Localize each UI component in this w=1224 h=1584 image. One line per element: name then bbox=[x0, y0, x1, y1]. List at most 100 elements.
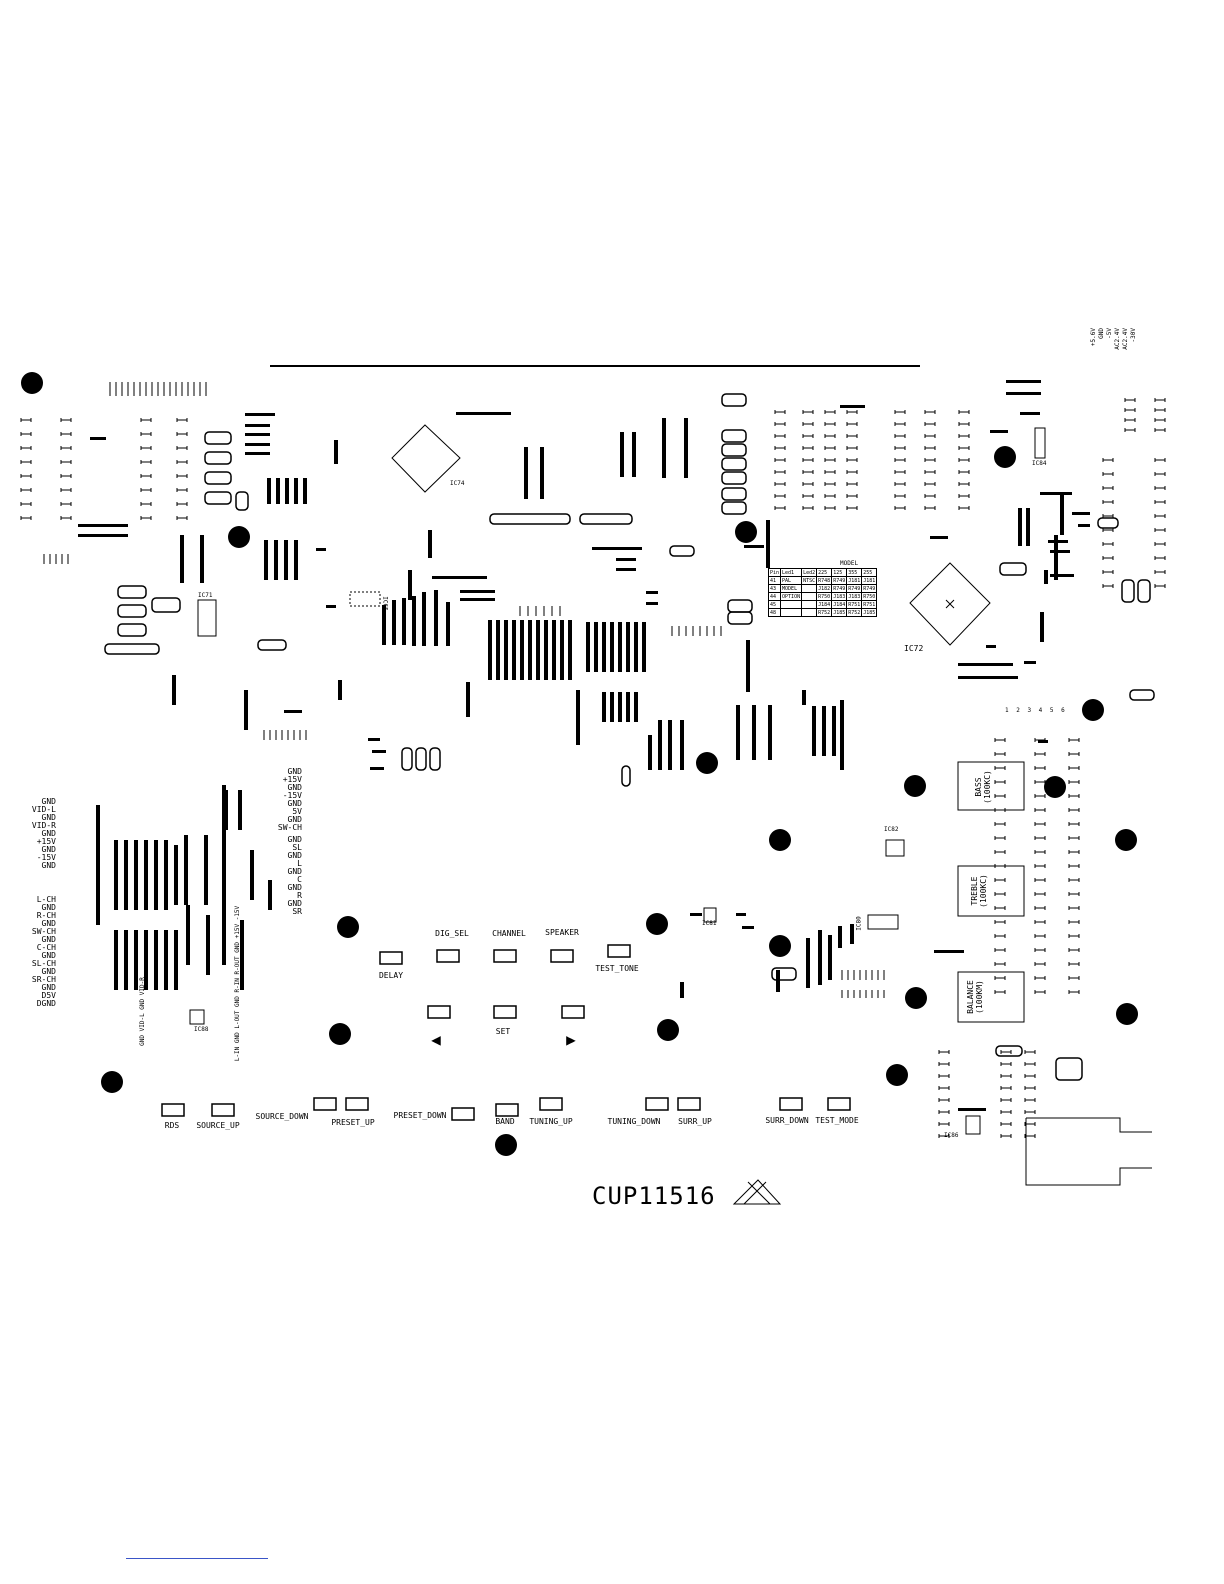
option-cell: R751 bbox=[846, 600, 863, 609]
pad-strip bbox=[1038, 740, 1048, 743]
mounting-hole bbox=[21, 372, 43, 394]
pad-strip bbox=[776, 970, 780, 992]
cap-box bbox=[401, 747, 413, 771]
cap-box bbox=[721, 443, 747, 457]
pad-strip bbox=[540, 447, 544, 499]
pad-strip bbox=[90, 437, 106, 440]
mounting-hole bbox=[646, 913, 668, 935]
tactile-switch-outline bbox=[827, 1097, 851, 1111]
option-cell: J185 bbox=[831, 608, 848, 617]
tactile-switch-outline bbox=[379, 951, 403, 965]
connMidB-pin: GND bbox=[287, 883, 302, 892]
pad-strip bbox=[662, 418, 666, 478]
cap-box bbox=[721, 487, 747, 501]
connMidA-pin: 5V bbox=[292, 807, 302, 816]
cap-box bbox=[235, 491, 249, 511]
pad-strip bbox=[174, 845, 178, 905]
cap-box bbox=[1137, 579, 1151, 603]
connLeftA-pin: GND bbox=[41, 845, 56, 854]
pad-strip bbox=[1054, 535, 1058, 580]
pad-strip bbox=[154, 930, 158, 990]
connLeftB-pin: GND bbox=[41, 935, 56, 944]
pad-strip bbox=[746, 640, 750, 692]
cap-box bbox=[995, 1045, 1023, 1057]
cap-box bbox=[727, 599, 753, 613]
knob-bass-footprint bbox=[957, 761, 1025, 811]
mounting-hole bbox=[886, 1064, 908, 1086]
pad-strip bbox=[812, 706, 816, 756]
ic82-footprint bbox=[885, 839, 905, 857]
pad-strip bbox=[206, 915, 210, 975]
connMidA-pin: GND bbox=[287, 783, 302, 792]
connMidB-pin: R bbox=[297, 891, 302, 900]
pad-strip bbox=[114, 840, 118, 910]
surr-up-button-label: SURR_UP bbox=[678, 1117, 712, 1126]
pad-strip bbox=[245, 452, 270, 455]
ic81-label: IC81 bbox=[702, 920, 717, 927]
tactile-switch-outline bbox=[493, 1005, 517, 1019]
pad-strip bbox=[646, 602, 658, 605]
connRightTop-pin: AC2.4V bbox=[1122, 328, 1129, 350]
pad-strip bbox=[124, 930, 128, 990]
pad-strip bbox=[520, 620, 524, 680]
pad-strip bbox=[274, 540, 278, 580]
pad-strip bbox=[1020, 412, 1040, 415]
mounting-hole bbox=[228, 526, 250, 548]
option-cell: Pin bbox=[767, 568, 782, 577]
pad-strip bbox=[602, 622, 606, 672]
pad-strip bbox=[96, 805, 100, 925]
tactile-switch-outline bbox=[493, 949, 517, 963]
pad-strip bbox=[680, 720, 684, 770]
cap-box bbox=[204, 471, 232, 485]
pad-strip bbox=[334, 440, 338, 464]
ic65-label: IC65 bbox=[381, 596, 389, 611]
footer-rule bbox=[126, 1558, 268, 1559]
pad-strip bbox=[838, 926, 842, 948]
pad-strip bbox=[684, 418, 688, 478]
cap-box bbox=[771, 967, 797, 981]
pad-strip bbox=[276, 478, 280, 504]
connMidA-pin: GND bbox=[287, 815, 302, 824]
pad-strip bbox=[496, 620, 500, 680]
pad-strip bbox=[382, 605, 386, 645]
ic84-footprint bbox=[1034, 427, 1046, 459]
option-cell bbox=[801, 592, 818, 601]
pad-strip bbox=[642, 622, 646, 672]
pad-strip bbox=[752, 705, 756, 760]
option-cell: R750 bbox=[816, 592, 833, 601]
connector-bottom-small: GND VID-L GND VID-R bbox=[138, 977, 146, 1046]
pad-strip bbox=[186, 905, 190, 965]
pad-strip bbox=[620, 432, 624, 477]
connLeftB-pin: C-CH bbox=[36, 943, 56, 952]
pad-strip bbox=[616, 558, 636, 561]
pad-strip bbox=[524, 447, 528, 499]
connMidB-pin: L bbox=[297, 859, 302, 868]
pad-strip bbox=[646, 591, 658, 594]
option-cell: OPTION bbox=[780, 592, 803, 601]
pad-strip bbox=[934, 950, 964, 953]
pad-strip bbox=[144, 930, 148, 990]
cap-box bbox=[429, 747, 441, 771]
pad-strip bbox=[1006, 392, 1041, 395]
connLeftA-pin: GND bbox=[41, 829, 56, 838]
connLeftA-pin: +15V bbox=[36, 837, 56, 846]
set-button-label: SET bbox=[495, 1027, 511, 1036]
mounting-hole bbox=[1044, 776, 1066, 798]
option-cell: J184 bbox=[831, 600, 848, 609]
dig-sel-button-label: DIG_SEL bbox=[435, 929, 469, 938]
ic88-footprint bbox=[189, 1009, 205, 1025]
cap-box bbox=[721, 457, 747, 471]
treble-knob-label: TREBLE(100KC) bbox=[969, 874, 988, 908]
cap-box bbox=[1097, 517, 1119, 529]
tactile-switch-outline bbox=[211, 1103, 235, 1117]
pad-strip bbox=[802, 690, 806, 705]
option-cell: J184 bbox=[816, 600, 833, 609]
ic71-label: IC71 bbox=[198, 592, 213, 599]
ic88-label: IC88 bbox=[194, 1026, 209, 1033]
connLeftB-pin: R-CH bbox=[36, 911, 56, 920]
pad-strip bbox=[124, 840, 128, 910]
mounting-hole bbox=[904, 775, 926, 797]
